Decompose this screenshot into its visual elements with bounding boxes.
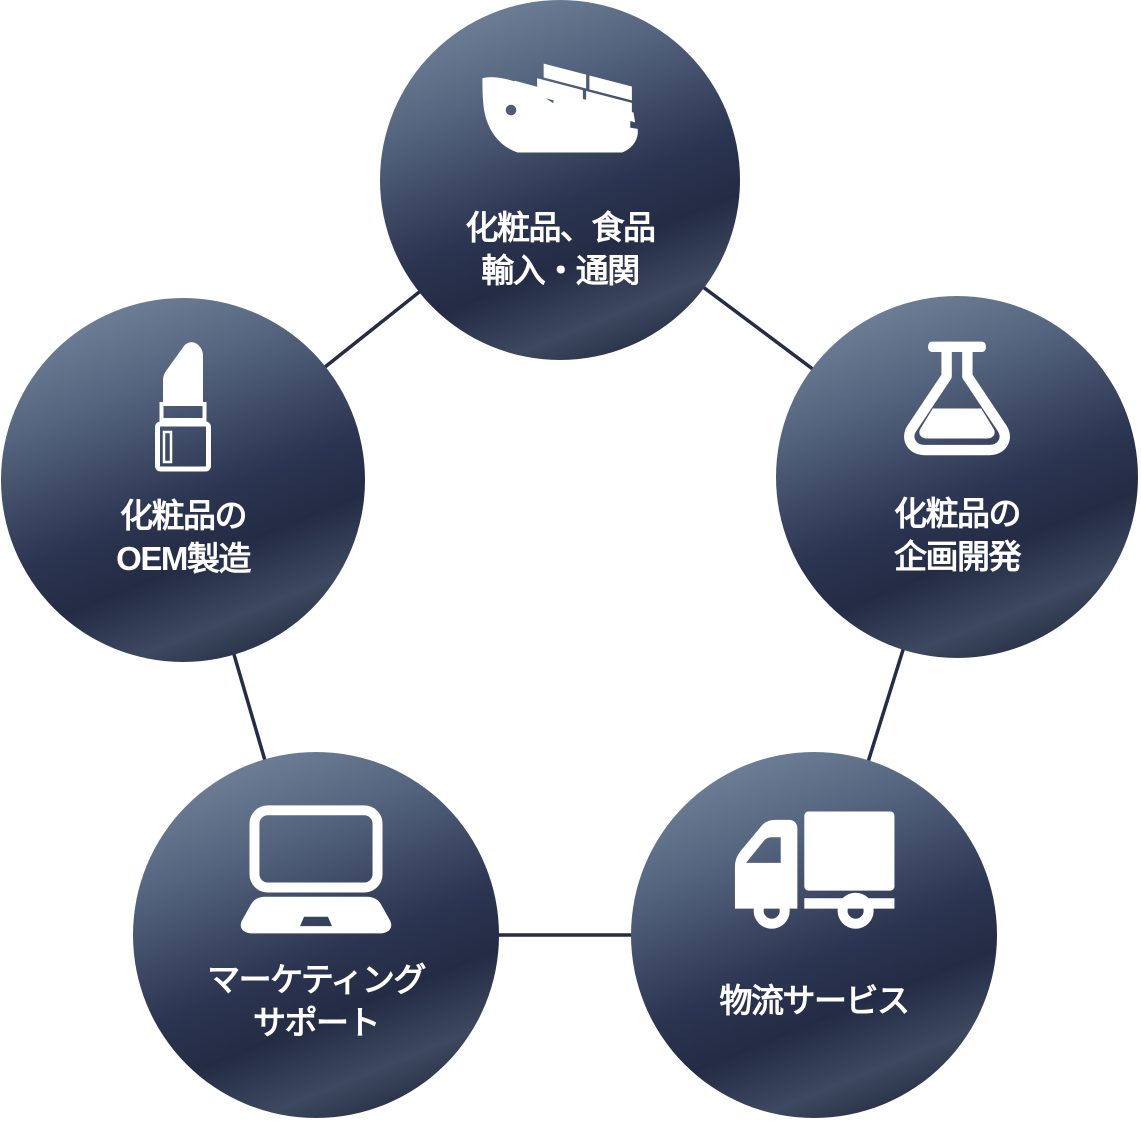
label-line: 輸入・通関 — [481, 252, 640, 289]
node-label: 化粧品の OEM製造 — [1, 494, 365, 580]
label-line: 化粧品の — [894, 495, 1022, 532]
node-oem-manufacturing: 化粧品の OEM製造 — [1, 298, 365, 662]
node-label: 化粧品、食品 輸入・通関 — [380, 206, 740, 292]
node-label: 物流サービス — [631, 979, 997, 1022]
label-line: 企画開発 — [894, 538, 1022, 575]
node-planning-development: 化粧品の 企画開発 — [776, 296, 1138, 658]
node-label: マーケティング サポート — [133, 958, 499, 1044]
label-line: 化粧品の — [120, 497, 248, 534]
label-line: 化粧品、食品 — [465, 209, 657, 246]
label-line: マーケティング — [207, 961, 426, 998]
node-marketing-support: マーケティング サポート — [133, 752, 499, 1118]
node-logistics-service: 物流サービス — [631, 752, 997, 1118]
label-line: OEM製造 — [116, 540, 251, 577]
node-label: 化粧品の 企画開発 — [776, 492, 1138, 578]
flask-icon — [897, 337, 1017, 459]
node-import-customs: 化粧品、食品 輸入・通関 — [380, 0, 740, 360]
truck-icon — [728, 806, 900, 934]
label-line: 物流サービス — [719, 982, 911, 1019]
label-line: サポート — [253, 1004, 381, 1041]
cargo-ship-icon — [462, 57, 658, 167]
laptop-icon — [234, 805, 399, 937]
lipstick-icon — [155, 340, 211, 474]
